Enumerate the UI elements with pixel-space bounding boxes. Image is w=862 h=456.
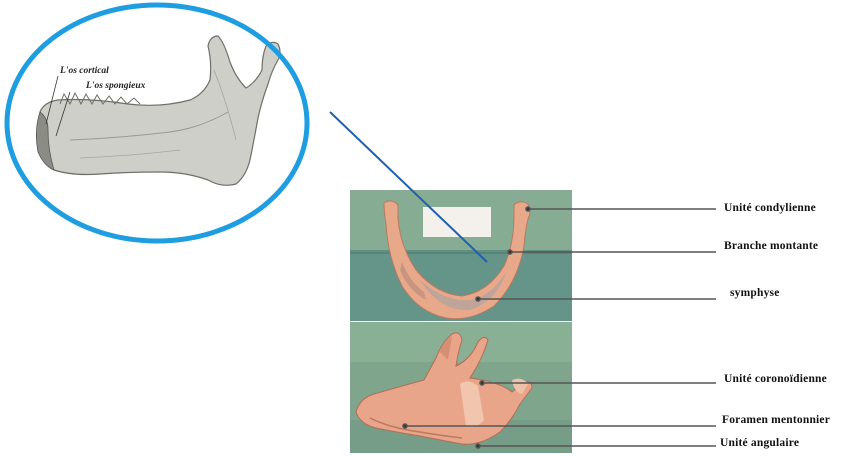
label-cortical-bone: L'os cortical	[60, 66, 109, 76]
label-symphysis: symphyse	[730, 287, 780, 299]
label-coronoid-unit: Unité coronoïdienne	[724, 373, 827, 385]
photo-lateral-view	[350, 322, 572, 453]
label-condylar-unit: Unité condylienne	[724, 202, 816, 214]
inset-sketch	[36, 36, 280, 185]
label-ascending-ramus: Branche montante	[724, 240, 818, 252]
label-mental-foramen: Foramen mentonnier	[722, 414, 830, 426]
label-spongy-bone: L'os spongieux	[86, 81, 145, 91]
label-angular-unit: Unité angulaire	[720, 437, 799, 449]
